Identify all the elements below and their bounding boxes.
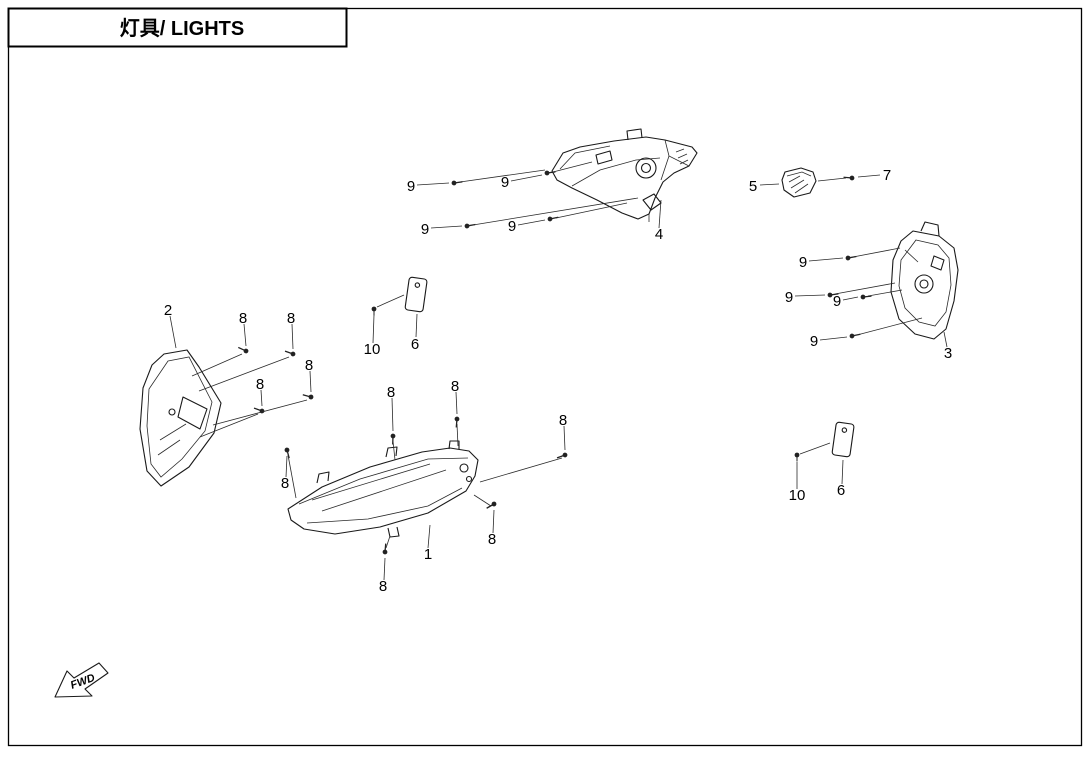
part-5-marker-lamp xyxy=(781,167,817,198)
callout-8: 8 xyxy=(239,310,247,327)
callout-2: 2 xyxy=(164,302,172,319)
part-6-plate-left xyxy=(404,276,428,313)
callout-3: 3 xyxy=(944,345,952,362)
callout-5: 5 xyxy=(749,178,757,195)
part-6-plate-right xyxy=(831,421,855,458)
screw-icon xyxy=(283,348,297,358)
callout-4: 4 xyxy=(655,226,663,243)
callout-8: 8 xyxy=(281,475,289,492)
screw-icon xyxy=(844,253,858,262)
callout-9: 9 xyxy=(501,174,509,191)
callout-7: 7 xyxy=(883,167,891,184)
fwd-arrow: FWD xyxy=(54,662,109,698)
callout-labels: 9 9 9 9 4 5 7 9 9 9 9 3 2 8 8 8 8 10 6 8… xyxy=(164,167,952,595)
part-2-left-lamp xyxy=(139,349,222,487)
leader-lines xyxy=(169,174,948,581)
callout-9: 9 xyxy=(421,221,429,238)
callout-1: 1 xyxy=(424,546,432,563)
callout-6: 6 xyxy=(837,482,845,499)
callout-8: 8 xyxy=(559,412,567,429)
callout-10: 10 xyxy=(789,487,806,504)
part-4-lamp-assembly xyxy=(551,128,698,222)
title-box xyxy=(7,7,348,48)
assembly-lines xyxy=(191,161,923,549)
callout-9: 9 xyxy=(833,293,841,310)
callout-8: 8 xyxy=(451,378,459,395)
screw-icon xyxy=(848,331,862,340)
page-border xyxy=(7,7,1083,747)
callout-6: 6 xyxy=(411,336,419,353)
callout-9: 9 xyxy=(785,289,793,306)
rivet-icon xyxy=(794,452,800,462)
callout-9: 9 xyxy=(799,254,807,271)
callout-10: 10 xyxy=(364,341,381,358)
rivet-icon xyxy=(371,306,377,316)
callout-9: 9 xyxy=(810,333,818,350)
callout-9: 9 xyxy=(407,178,415,195)
screw-icon xyxy=(484,500,498,511)
callout-8: 8 xyxy=(379,578,387,595)
screw-icon xyxy=(301,391,315,401)
callout-8: 8 xyxy=(305,357,313,374)
part-1-main-headlight xyxy=(287,440,479,538)
callout-8: 8 xyxy=(287,310,295,327)
screw-icon xyxy=(859,293,873,301)
callout-8: 8 xyxy=(387,384,395,401)
screw-icon xyxy=(450,178,464,187)
fasteners xyxy=(236,168,873,556)
screw-icon xyxy=(236,344,250,355)
callout-9: 9 xyxy=(508,218,516,235)
callout-8: 8 xyxy=(256,376,264,393)
screw-icon xyxy=(463,221,477,230)
callout-8: 8 xyxy=(488,531,496,548)
fwd-label: FWD xyxy=(69,672,97,692)
page-title: 灯具/ LIGHTS xyxy=(120,17,244,40)
screw-icon xyxy=(283,446,293,460)
screw-icon xyxy=(546,214,560,223)
part-3-right-lamp xyxy=(890,221,959,340)
